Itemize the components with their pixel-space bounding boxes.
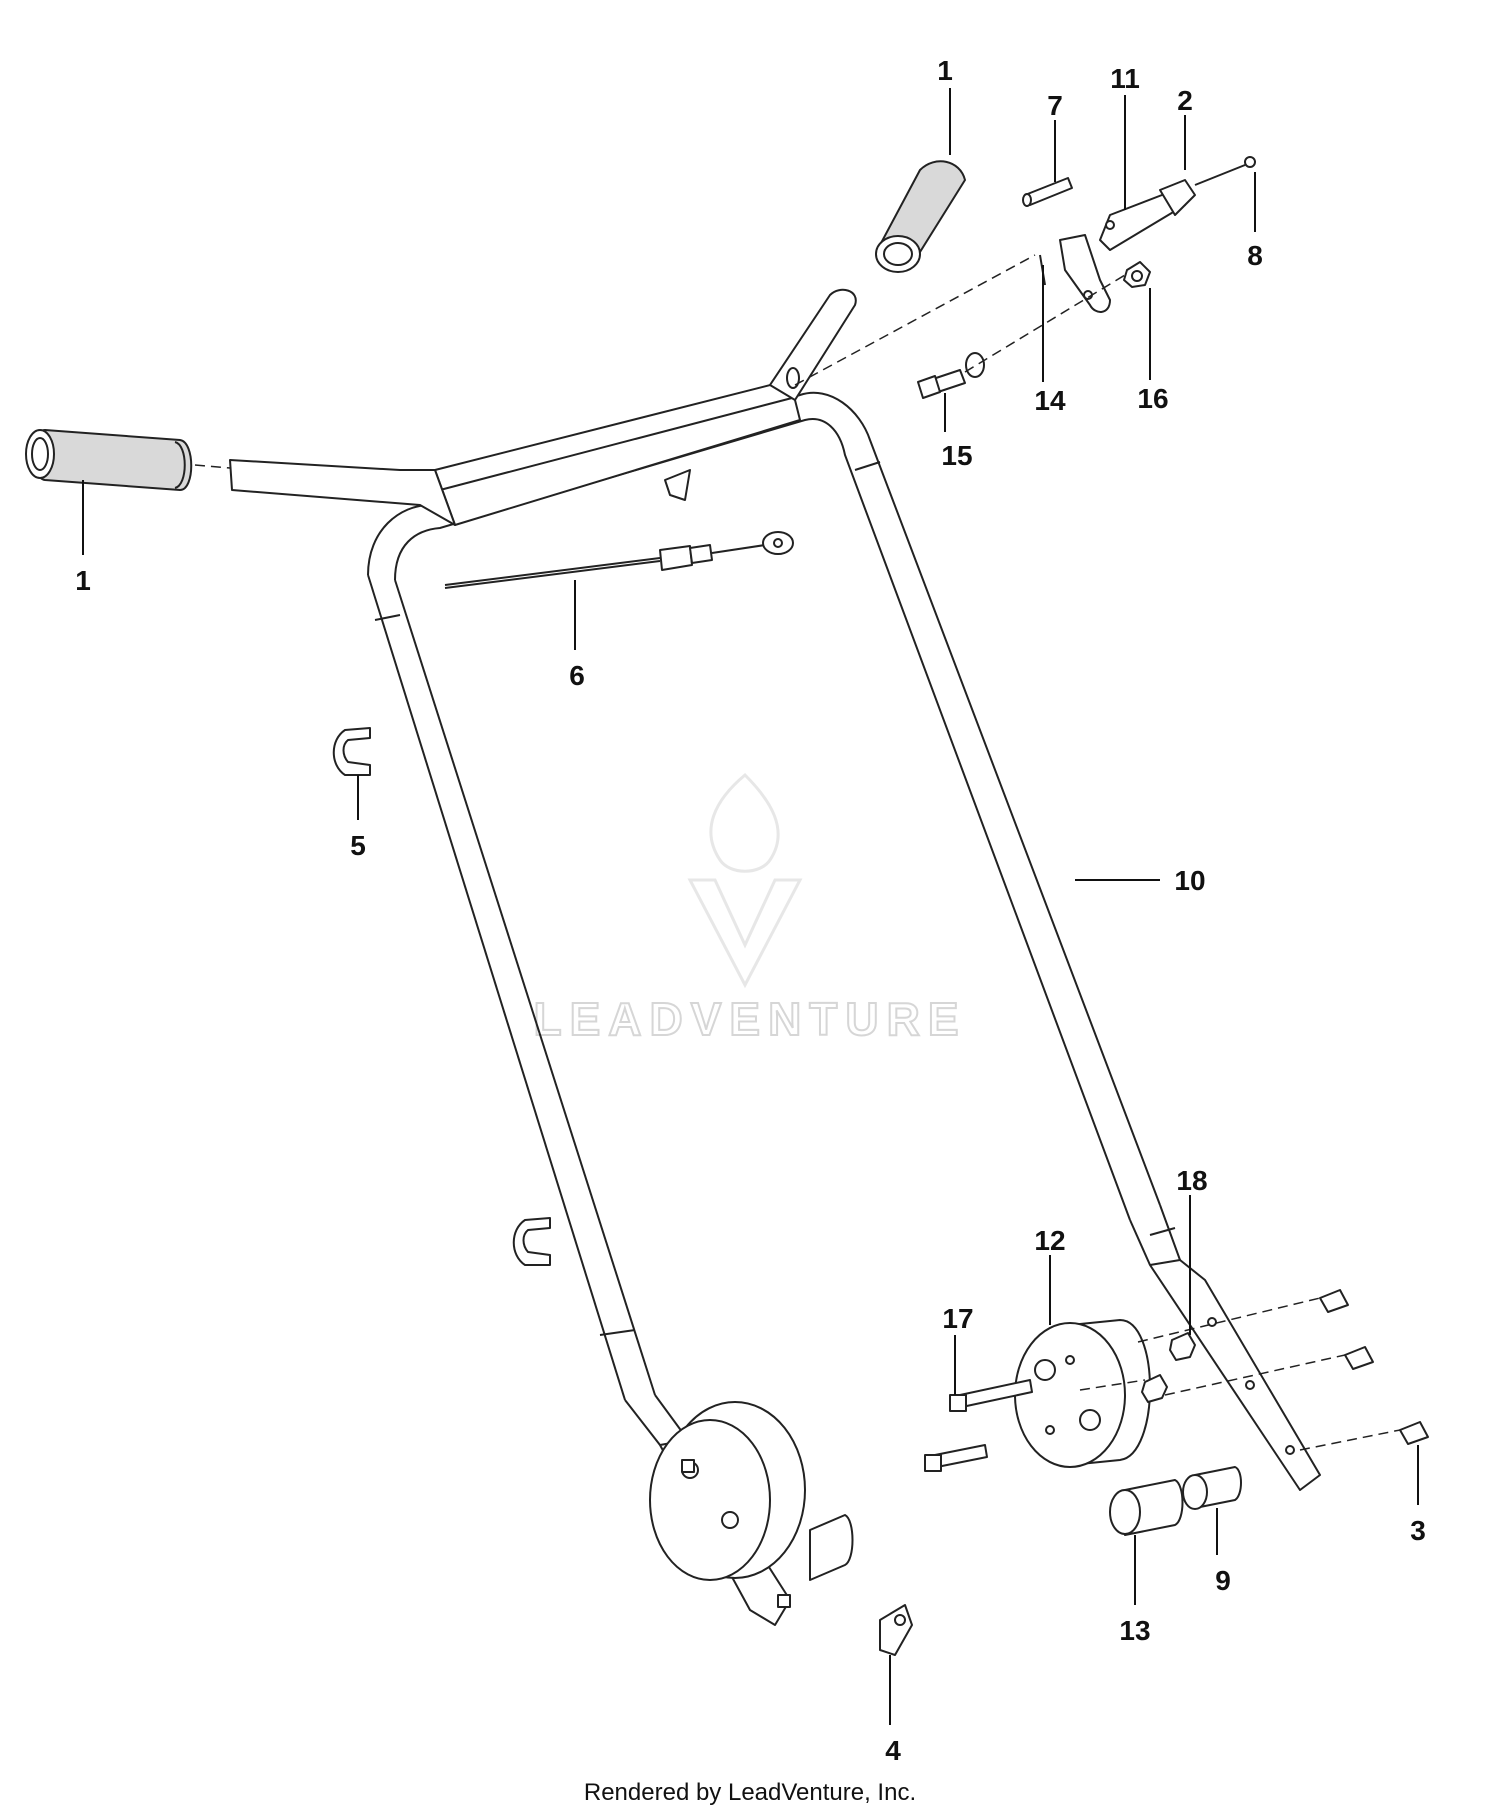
wheel-right (1014, 1319, 1151, 1468)
assembly-line-grip (194, 464, 231, 469)
callout-14: 14 (1034, 385, 1066, 416)
axle-bolts (924, 1379, 1033, 1472)
assembly-line-upper (794, 254, 1036, 386)
callout-3: 3 (1410, 1515, 1426, 1546)
control-cable (444, 531, 794, 589)
roll-pin (1022, 177, 1073, 207)
leadventure-logo-icon (687, 772, 803, 989)
callout-15: 15 (941, 440, 972, 471)
callout-1-left: 1 (75, 565, 91, 596)
callout-9: 9 (1215, 1565, 1231, 1596)
callout-6: 6 (569, 660, 585, 691)
callout-2: 2 (1177, 85, 1193, 116)
grip-top (875, 160, 967, 273)
callout-17: 17 (942, 1303, 973, 1334)
watermark: LEADVENTURE (532, 772, 966, 1046)
callout-16: 16 (1137, 383, 1168, 414)
wheel-left (649, 1401, 854, 1608)
footer-credit: Rendered by LeadVenture, Inc. (584, 1779, 916, 1806)
callout-12: 12 (1034, 1225, 1065, 1256)
callout-5: 5 (350, 830, 366, 861)
fasteners-upper (917, 254, 1151, 399)
callouts: 1 1 2 3 4 5 6 7 8 9 10 11 12 13 14 15 16… (75, 55, 1426, 1766)
callout-4: 4 (885, 1735, 901, 1766)
callout-7: 7 (1047, 90, 1063, 121)
watermark-text: LEADVENTURE (533, 993, 966, 1045)
callout-10: 10 (1174, 865, 1205, 896)
hardware-right (1079, 1289, 1429, 1536)
grip-left (25, 428, 193, 492)
upper-handlebar (229, 288, 857, 526)
callout-1-top: 1 (937, 55, 953, 86)
callout-8: 8 (1247, 240, 1263, 271)
cable-clamp (879, 1604, 913, 1656)
control-lever (1059, 156, 1256, 313)
leader-lines (82, 88, 1419, 1725)
callout-13: 13 (1119, 1615, 1150, 1646)
callout-18: 18 (1176, 1165, 1207, 1196)
callout-11: 11 (1110, 63, 1140, 94)
cable-clips (332, 727, 551, 1266)
